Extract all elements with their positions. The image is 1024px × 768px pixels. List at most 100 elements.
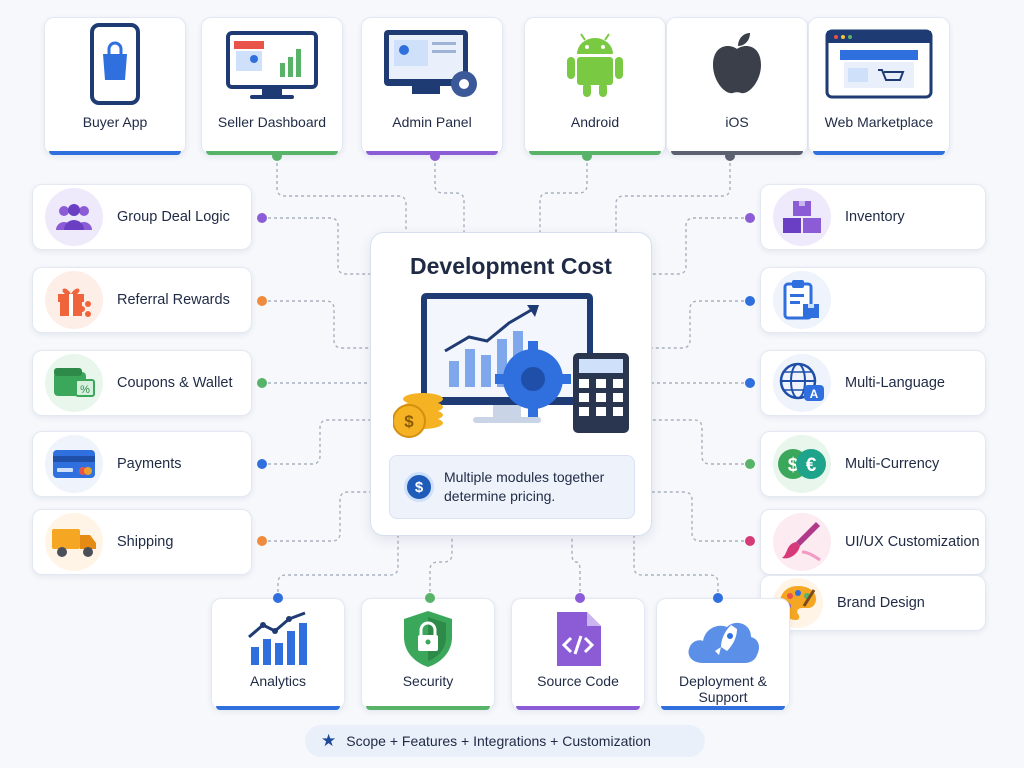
module-clipboard[interactable] (760, 267, 986, 333)
module-label: Shipping (117, 534, 174, 550)
connector-dot (745, 536, 755, 546)
module-seller-dashboard[interactable]: Seller Dashboard (201, 17, 343, 155)
connector-dot (430, 151, 440, 161)
svg-text:A: A (810, 387, 819, 401)
module-label: Multi-Language (845, 375, 945, 391)
accent-bar (529, 151, 661, 155)
pricing-note: $ Multiple modules together determine pr… (389, 455, 635, 519)
module-label: UI/UX Customization (845, 534, 980, 550)
module-label: Inventory (845, 209, 905, 225)
module-shipping[interactable]: Shipping (32, 509, 252, 575)
globe-translate-icon: A (773, 354, 831, 412)
module-coupons-wallet[interactable]: % Coupons & Wallet (32, 350, 252, 416)
shield-lock-icon (362, 605, 494, 673)
connector-dot (425, 593, 435, 603)
module-label: Payments (117, 456, 182, 472)
storefront-monitor-icon (202, 18, 342, 110)
module-label: Referral Rewards (117, 292, 230, 308)
module-label: Security (402, 673, 454, 689)
module-ios[interactable]: iOS (666, 17, 808, 155)
accent-bar (49, 151, 181, 155)
module-label: Coupons & Wallet (117, 375, 233, 391)
module-label: Group Deal Logic (117, 209, 230, 225)
apple-icon (667, 18, 807, 110)
connector-dot (745, 459, 755, 469)
wallet-coupon-icon: % (45, 354, 103, 412)
module-inventory[interactable]: Inventory (760, 184, 986, 250)
svg-text:%: % (80, 384, 90, 396)
cloud-rocket-icon (657, 605, 789, 673)
svg-text:€: € (806, 455, 817, 476)
connector-dot (273, 593, 283, 603)
center-title: Development Cost (410, 253, 612, 279)
connector-dot (745, 296, 755, 306)
accent-bar (671, 151, 803, 155)
pricing-note-text: Multiple modules together determine pric… (444, 469, 605, 504)
group-users-icon (45, 188, 103, 246)
module-web-marketplace[interactable]: Web Marketplace (808, 17, 950, 155)
connector-dot (257, 378, 267, 388)
module-source-code[interactable]: Source Code (511, 598, 645, 710)
boxes-icon (773, 188, 831, 246)
connector-dot (745, 213, 755, 223)
android-icon (525, 18, 665, 110)
module-security[interactable]: Security (361, 598, 495, 710)
svg-text:$: $ (788, 455, 799, 476)
currency-coins-icon: $€ (773, 435, 831, 493)
accent-bar (661, 706, 785, 710)
analytics-chart-icon (212, 605, 344, 673)
module-payments[interactable]: Payments (32, 431, 252, 497)
gift-share-icon (45, 271, 103, 329)
connector-dot (257, 459, 267, 469)
module-label: Buyer App (82, 114, 148, 130)
credit-card-icon (45, 435, 103, 493)
module-multi-language[interactable]: A Multi-Language (760, 350, 986, 416)
shopping-bag-phone-icon (45, 18, 185, 110)
module-label: Seller Dashboard (217, 114, 327, 130)
connector-dot (582, 151, 592, 161)
accent-bar (216, 706, 340, 710)
connector-dot (575, 593, 585, 603)
accent-bar (813, 151, 945, 155)
monitor-chart-gear-calculator-icon: $ (392, 291, 633, 446)
module-label: iOS (725, 114, 749, 130)
connector-dot (725, 151, 735, 161)
module-referral-rewards[interactable]: Referral Rewards (32, 267, 252, 333)
module-label: Multi-Currency (845, 456, 940, 472)
development-cost-panel: Development Cost $ $ Multiple modu (370, 232, 652, 536)
connector-dot (257, 536, 267, 546)
module-android[interactable]: Android (524, 17, 666, 155)
accent-bar (516, 706, 640, 710)
connector-dot (257, 296, 267, 306)
module-label: Analytics (249, 673, 307, 689)
module-deployment-support[interactable]: Deployment & Support (656, 598, 790, 710)
formula-text: Scope + Features + Integrations + Custom… (346, 733, 651, 749)
connector-dot (745, 378, 755, 388)
admin-monitor-gear-icon (362, 18, 502, 110)
code-file-icon (512, 605, 644, 673)
paint-brush-icon (773, 513, 831, 571)
connector-dot (272, 151, 282, 161)
module-group-deal-logic[interactable]: Group Deal Logic (32, 184, 252, 250)
module-ui-ux-customization[interactable]: UI/UX Customization (760, 509, 986, 575)
accent-bar (366, 706, 490, 710)
module-analytics[interactable]: Analytics (211, 598, 345, 710)
module-admin-panel[interactable]: Admin Panel (361, 17, 503, 155)
star-icon: ★ (321, 731, 337, 750)
connector-dot (713, 593, 723, 603)
module-label: Web Marketplace (824, 114, 934, 130)
clipboard-box-icon (773, 271, 831, 329)
formula-banner: ★ Scope + Features + Integrations + Cust… (305, 725, 705, 757)
module-multi-currency[interactable]: $€ Multi-Currency (760, 431, 986, 497)
module-label: Brand Design (837, 595, 925, 611)
svg-text:$: $ (404, 412, 414, 431)
dollar-coin-icon: $ (404, 472, 434, 502)
module-label: Source Code (537, 673, 619, 689)
module-label: Admin Panel (392, 114, 472, 130)
delivery-truck-icon (45, 513, 103, 571)
connector-dot (257, 213, 267, 223)
module-label: Deployment & Support (679, 673, 767, 705)
module-brand-design[interactable]: Brand Design (760, 575, 986, 631)
module-buyer-app[interactable]: Buyer App (44, 17, 186, 155)
